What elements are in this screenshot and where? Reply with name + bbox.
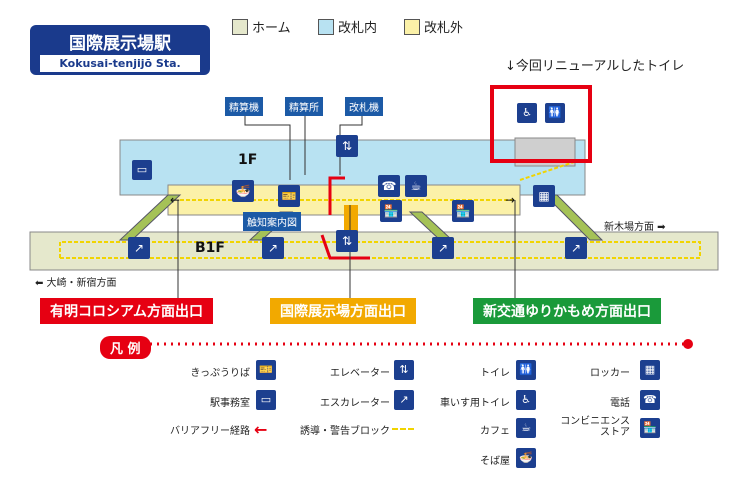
- toilet-icon: 🚻: [545, 103, 565, 123]
- exit-kokusai-tenjijo: 国際展示場方面出口: [270, 298, 416, 324]
- label-gate: 改札機: [345, 97, 383, 116]
- office-icon: ▭: [132, 160, 152, 180]
- direction-osaki: ⬅ 大崎・新宿方面: [35, 278, 117, 289]
- cafe-icon: ☕: [405, 175, 427, 197]
- phone-icon: ☎: [378, 175, 400, 197]
- legend-label-escalator: エスカレーター: [320, 398, 390, 409]
- legend-phone-icon: ☎: [640, 390, 660, 410]
- renewal-note: ↓今回リニューアルしたトイレ: [505, 59, 685, 74]
- elevator-icon: ⇅: [336, 135, 358, 157]
- leader-ticket-machine: [244, 112, 291, 180]
- legend-toilet-icon: 🚻: [516, 360, 536, 380]
- renewed-toilet-frame: [490, 85, 592, 163]
- legend-label-barrier-free: バリアフリー経路: [170, 426, 250, 437]
- label-ticket-office: 精算所: [285, 97, 323, 116]
- floor-label-1f: 1F: [238, 152, 258, 168]
- tactile-path-toilet: [519, 159, 581, 181]
- legend-label-phone: 電話: [610, 398, 630, 409]
- barrier-free-route-1f: [328, 176, 345, 215]
- exit-arrow-right: →: [505, 193, 515, 207]
- floor-label-b1f: B1F: [195, 240, 225, 256]
- zone-swatch-inside-gate: [318, 19, 334, 35]
- store-icon-2: 🏪: [452, 200, 474, 222]
- legend-soba-icon: 🍜: [516, 448, 536, 468]
- wheelchair-icon: ♿: [517, 103, 537, 123]
- ticket-icon: 🎫: [278, 185, 300, 207]
- legend-store-icon: 🏪: [640, 418, 660, 438]
- legend-locker-icon: ▦: [640, 360, 660, 380]
- elevator-shaft: [344, 205, 358, 235]
- legend-label-wheelchair: 車いす用トイレ: [440, 398, 510, 409]
- legend-label-soba: そば屋: [480, 456, 510, 467]
- legend-ticket-icon: 🎫: [256, 360, 276, 380]
- legend-label-elevator: エレベーター: [330, 368, 390, 379]
- legend-title: 凡 例: [100, 336, 151, 359]
- exit-yurikamome: 新交通ゆりかもめ方面出口: [473, 298, 661, 324]
- legend-label-office: 駅事務室: [210, 398, 250, 409]
- zone-label-outside-gate: 改札外: [424, 21, 464, 36]
- label-ticket-machine: 精算機: [225, 97, 263, 116]
- station-name-ja: 国際展示場駅: [69, 34, 171, 54]
- legend-office-icon: ▭: [256, 390, 276, 410]
- exit-arrow-left: ←: [170, 193, 180, 207]
- zone-label-inside-gate: 改札内: [338, 21, 378, 36]
- legend-red-arrow-icon: ←: [254, 420, 268, 439]
- tactile-path-b1f: [59, 241, 701, 259]
- legend-elevator-icon: ⇅: [394, 360, 414, 380]
- label-tactile-map: 触知案内図: [243, 212, 301, 231]
- store-icon: 🏪: [380, 200, 402, 222]
- elevator-icon-b1f: ⇅: [336, 230, 358, 252]
- direction-shinkiba: 新木場方面 ➡: [604, 222, 666, 233]
- legend-label-locker: ロッカー: [590, 368, 630, 379]
- legend-tactile-line-icon: [392, 428, 414, 430]
- escalator-icon: ↗: [128, 237, 150, 259]
- zone-label-home: ホーム: [252, 21, 291, 36]
- legend-escalator-icon: ↗: [394, 390, 414, 410]
- legend-label-ticket: きっぷうりば: [190, 368, 250, 379]
- legend-label-cafe: カフェ: [480, 426, 510, 437]
- soba-icon: 🍜: [232, 180, 254, 202]
- legend-rule-end: [683, 339, 693, 349]
- station-title-box: 国際展示場駅 Kokusai-tenjijō Sta.: [30, 25, 210, 75]
- legend-cafe-icon: ☕: [516, 418, 536, 438]
- zone-swatch-home: [232, 19, 248, 35]
- escalator-icon-4: ↗: [565, 237, 587, 259]
- escalator-icon-3: ↗: [432, 237, 454, 259]
- legend-label-tactile: 誘導・警告ブロック: [300, 426, 390, 437]
- exit-ariake-colosseum: 有明コロシアム方面出口: [40, 298, 214, 324]
- legend-label-store: コンビニエンス ストア: [560, 416, 630, 438]
- zone-swatch-outside-gate: [404, 19, 420, 35]
- locker-icon: ▦: [533, 185, 555, 207]
- station-name-en: Kokusai-tenjijō Sta.: [40, 55, 200, 72]
- legend-label-toilet: トイレ: [480, 368, 510, 379]
- escalator-icon-2: ↗: [262, 237, 284, 259]
- barrier-free-route-b1f: [320, 234, 370, 260]
- legend-wheelchair-icon: ♿: [516, 390, 536, 410]
